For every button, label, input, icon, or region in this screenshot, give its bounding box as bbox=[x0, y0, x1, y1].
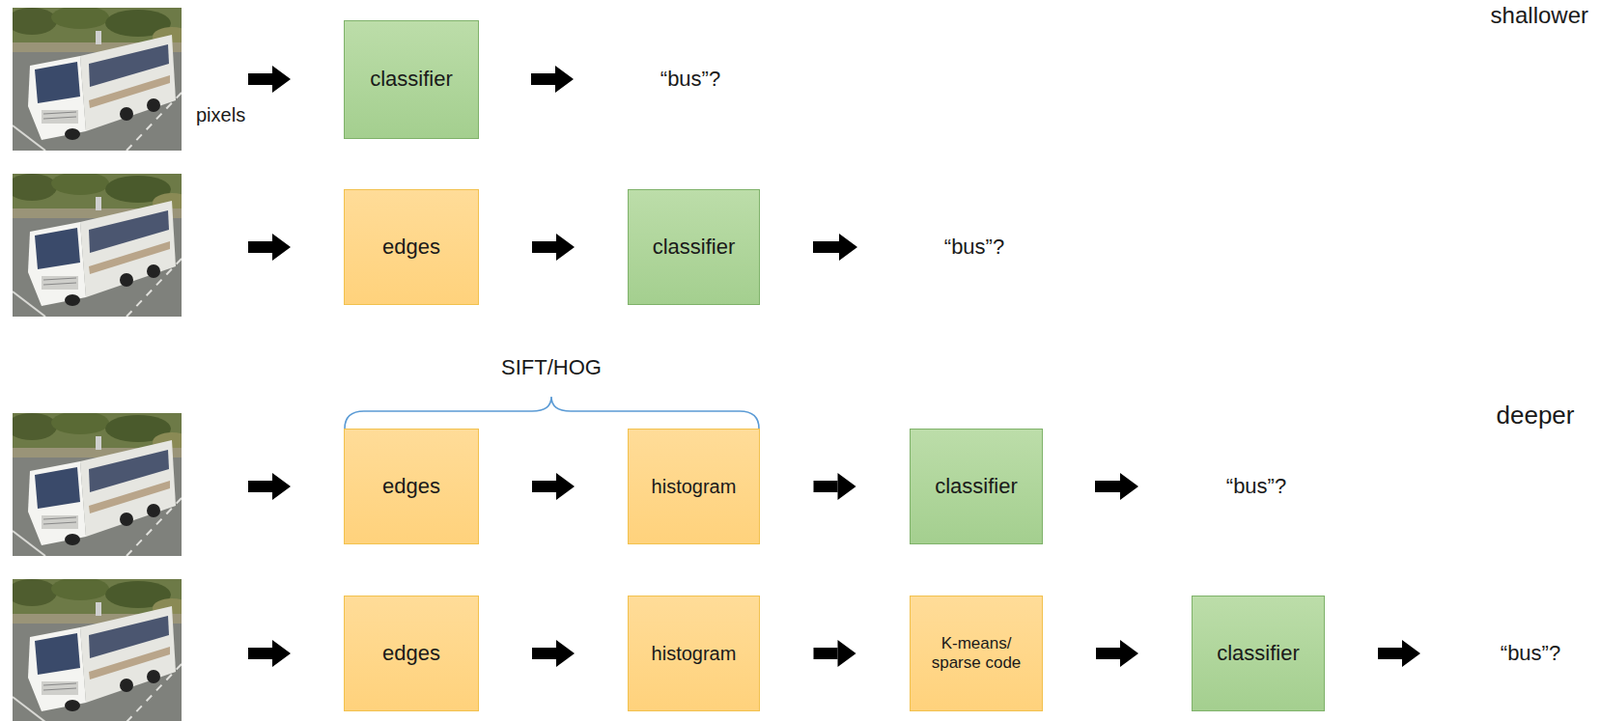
block-arrow bbox=[813, 233, 858, 261]
box-label: histogram bbox=[651, 642, 737, 666]
box-label: histogram bbox=[651, 475, 737, 499]
output-label: “bus”? bbox=[1500, 641, 1561, 666]
output-label: “bus”? bbox=[660, 66, 721, 91]
block-arrow bbox=[1377, 640, 1421, 668]
block-arrow bbox=[531, 65, 574, 93]
box-label: classifier bbox=[1216, 641, 1300, 667]
group-label: SIFT/HOG bbox=[501, 355, 602, 380]
classifier-box: classifier bbox=[343, 20, 479, 140]
bus-photo bbox=[6, 171, 192, 317]
input-label: pixels bbox=[196, 104, 246, 127]
block-arrow bbox=[1094, 473, 1139, 501]
block-arrow bbox=[248, 473, 291, 501]
block-arrow bbox=[814, 640, 857, 668]
feature-box: histogram bbox=[627, 428, 760, 545]
classifier-box: classifier bbox=[909, 428, 1043, 545]
block-arrow bbox=[248, 65, 291, 93]
box-label: edges bbox=[382, 474, 441, 500]
feature-box: edges bbox=[343, 428, 479, 545]
box-label: edges bbox=[382, 234, 441, 260]
block-arrow bbox=[532, 233, 575, 261]
classifier-box: classifier bbox=[627, 189, 760, 306]
bus-photo bbox=[6, 5, 192, 151]
curly-brace bbox=[344, 396, 759, 429]
output-label: “bus”? bbox=[1226, 474, 1287, 499]
classifier-box: classifier bbox=[1191, 595, 1325, 712]
feature-box: K-means/ sparse code bbox=[909, 595, 1043, 712]
corner-note: shallower bbox=[1490, 1, 1589, 29]
box-label: edges bbox=[382, 641, 441, 667]
block-arrow bbox=[1095, 640, 1139, 668]
block-arrow bbox=[532, 473, 575, 501]
block-arrow bbox=[532, 640, 575, 668]
output-label: “bus”? bbox=[944, 234, 1005, 259]
block-arrow bbox=[814, 473, 857, 501]
box-label: classifier bbox=[369, 66, 453, 92]
block-arrow bbox=[248, 640, 291, 668]
feature-box: edges bbox=[343, 595, 479, 712]
box-label: classifier bbox=[652, 234, 736, 260]
bus-photo bbox=[6, 577, 192, 721]
box-label: K-means/ sparse code bbox=[925, 634, 1028, 674]
corner-note: deeper bbox=[1496, 401, 1575, 431]
feature-box: histogram bbox=[627, 595, 760, 712]
feature-box: edges bbox=[343, 189, 479, 306]
bus-photo bbox=[6, 411, 192, 557]
box-label: classifier bbox=[934, 474, 1018, 500]
block-arrow bbox=[248, 233, 291, 261]
